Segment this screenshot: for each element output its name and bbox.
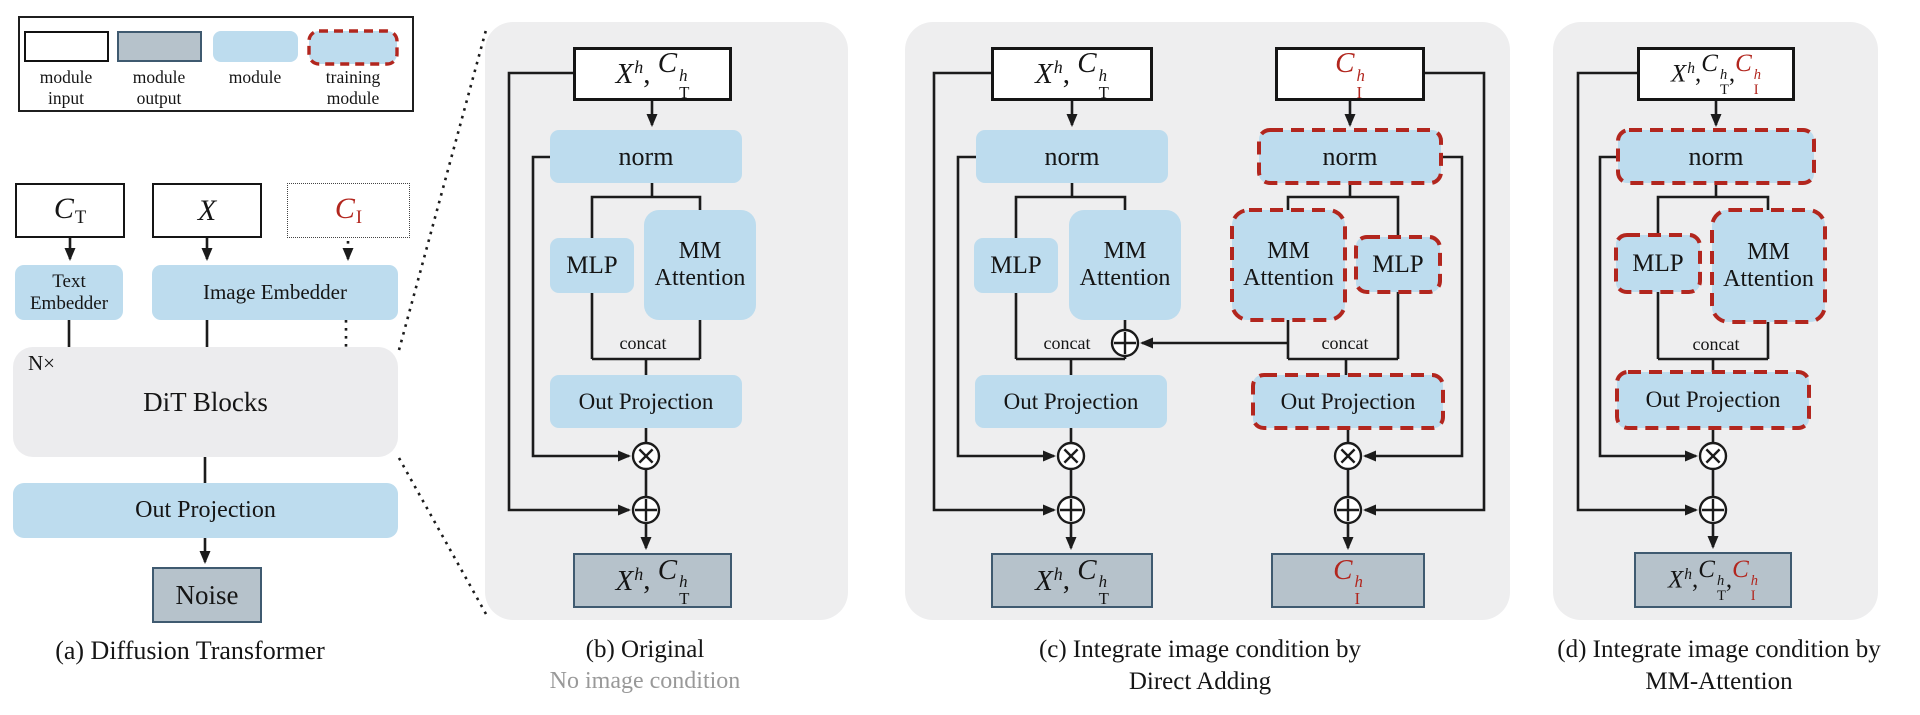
panel-b-background bbox=[485, 22, 848, 620]
panel-b-mlp-block: MLP bbox=[550, 238, 634, 293]
panel-b-concat-label: concat bbox=[619, 333, 667, 353]
legend-label: training module bbox=[325, 67, 381, 108]
input-box-x: X bbox=[152, 183, 262, 238]
panel-b-mm-attention-block: MM Attention bbox=[644, 210, 756, 320]
panel-c-left-out-projection-block: Out Projection bbox=[975, 375, 1167, 428]
image-embedder-block: Image Embedder bbox=[152, 265, 398, 320]
text-embedder-block: Text Embedder bbox=[15, 265, 123, 320]
caption-panel-c-line2: Direct Adding bbox=[1128, 668, 1272, 695]
caption-panel-d-line1: (d) Integrate image condition by bbox=[1557, 636, 1881, 663]
legend-swatch-module bbox=[213, 31, 298, 62]
panel-b-norm-block: norm bbox=[550, 130, 742, 183]
panel-d-norm-block: norm bbox=[1618, 130, 1814, 183]
noise-output-box: Noise bbox=[152, 567, 262, 623]
panel-d-mm-attention-block: MM Attention bbox=[1712, 210, 1825, 322]
input-box-ct: CT bbox=[15, 183, 125, 238]
subcaption-panel-b: No image condition bbox=[549, 668, 741, 694]
dotted-connector bbox=[397, 457, 488, 615]
caption-panel-a: (a) Diffusion Transformer bbox=[55, 636, 325, 665]
panel-c-right-concat-label: concat bbox=[1321, 333, 1369, 353]
legend-label: module bbox=[228, 67, 282, 87]
panel-b-out-projection-block: Out Projection bbox=[550, 375, 742, 428]
caption-panel-d-line2: MM-Attention bbox=[1645, 668, 1793, 695]
panel-c-right-mm-attention-block: MM Attention bbox=[1232, 210, 1345, 320]
panel-c-left-concat-label: concat bbox=[1043, 333, 1091, 353]
panel-c-right-mlp-block: MLP bbox=[1356, 237, 1440, 292]
out-projection-block-a: Out Projection bbox=[13, 483, 398, 538]
dit-blocks-block: DiT Blocks bbox=[13, 347, 398, 457]
legend-swatch-module-input bbox=[24, 31, 109, 62]
panel-c-left-mm-attention-block: MM Attention bbox=[1069, 210, 1181, 320]
panel-c-left-mlp-block: MLP bbox=[974, 238, 1058, 293]
input-box-ci: CI bbox=[287, 183, 410, 238]
panel-c-right-norm-block: norm bbox=[1259, 130, 1441, 183]
panel-c-background bbox=[905, 22, 1510, 620]
legend-label: module output bbox=[132, 67, 186, 108]
panel-c-right-out-projection-block: Out Projection bbox=[1253, 375, 1443, 428]
legend-label: module input bbox=[39, 67, 93, 108]
legend-swatch-training-module bbox=[309, 31, 397, 64]
panel-d-out-projection-block: Out Projection bbox=[1617, 372, 1809, 428]
panel-d-concat-label: concat bbox=[1692, 334, 1740, 354]
legend-swatch-module-output bbox=[117, 31, 202, 62]
panel-d-mlp-block: MLP bbox=[1616, 235, 1700, 292]
panel-c-left-norm-block: norm bbox=[976, 130, 1168, 183]
caption-panel-b: (b) Original bbox=[585, 636, 705, 663]
n-times-label: N× bbox=[28, 351, 56, 375]
panel-d-background bbox=[1553, 22, 1878, 620]
caption-panel-c-line1: (c) Integrate image condition by bbox=[1038, 636, 1362, 663]
